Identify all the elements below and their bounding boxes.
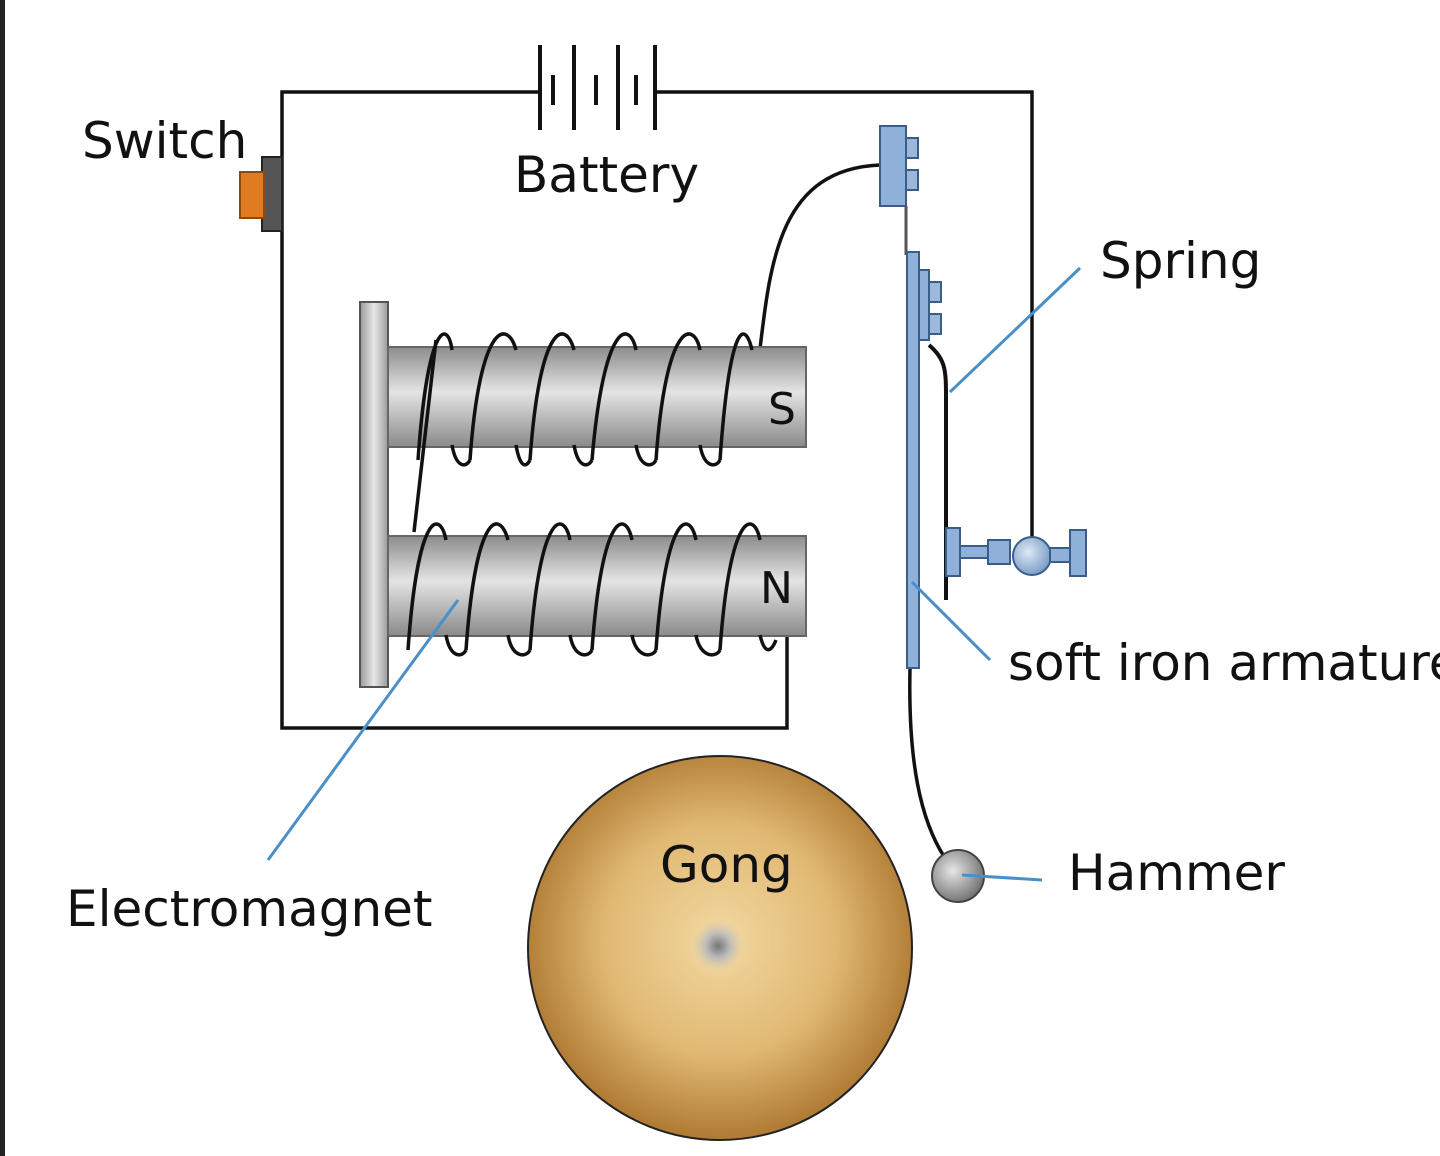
wire-right bbox=[655, 90, 1034, 545]
hammer-arm bbox=[908, 667, 947, 859]
yoke bbox=[359, 301, 389, 688]
spring-assembly bbox=[879, 125, 948, 669]
gong-label: Gong bbox=[660, 836, 793, 894]
electromagnet: S N bbox=[359, 301, 807, 688]
page-border bbox=[0, 0, 5, 1156]
hammer-label: Hammer bbox=[1068, 844, 1285, 902]
leader-electromagnet bbox=[266, 599, 460, 861]
coil-upper bbox=[416, 332, 754, 467]
core-upper bbox=[387, 346, 807, 448]
leader-armature bbox=[910, 580, 992, 662]
armature bbox=[906, 251, 920, 669]
pole-north-label: N bbox=[760, 563, 793, 614]
top-mount bbox=[879, 125, 907, 207]
switch-label: Switch bbox=[82, 112, 247, 170]
gong-center bbox=[688, 916, 748, 976]
leader-hammer bbox=[961, 873, 1043, 882]
leader-lines bbox=[266, 266, 1082, 882]
spring-label: Spring bbox=[1100, 232, 1261, 290]
pole-south-label: S bbox=[768, 384, 796, 435]
battery-label: Battery bbox=[514, 146, 699, 204]
coil-lower bbox=[406, 522, 778, 657]
electromagnet-label: Electromagnet bbox=[66, 880, 433, 938]
gong: Gong bbox=[527, 755, 913, 1141]
battery-icon bbox=[538, 45, 657, 130]
contact-spring bbox=[927, 343, 948, 600]
soft-iron-armature-label: soft iron armature bbox=[1008, 634, 1440, 692]
wire-left-bottom bbox=[280, 90, 789, 730]
contact-screw bbox=[945, 527, 1087, 577]
leader-spring bbox=[948, 266, 1082, 394]
switch-icon[interactable] bbox=[239, 156, 283, 232]
coil-connector bbox=[412, 339, 438, 533]
